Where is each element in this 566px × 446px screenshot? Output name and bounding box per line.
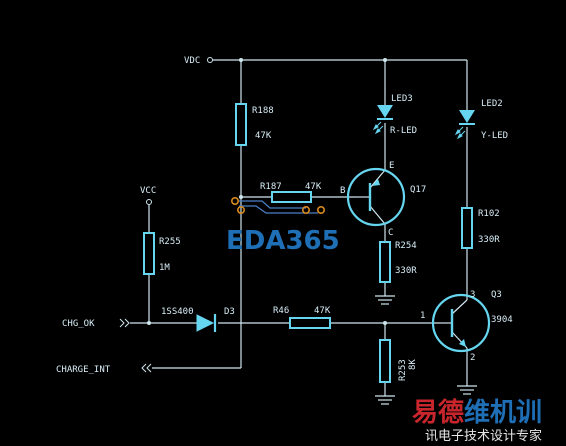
vcc-label: VCC [140,186,156,196]
ground-symbols [375,295,477,405]
r188-ref: R188 [252,106,274,116]
junction-r187-r188 [239,195,243,199]
d3-value: 1SS400 [161,307,194,317]
q3-value: 3904 [491,315,513,325]
q17-ref: Q17 [410,185,426,195]
vdc-port [207,57,213,63]
r255-ref: R255 [159,237,181,247]
d3-ref: D3 [224,307,235,317]
watermark-logo-blue: 维机训 [464,397,542,428]
diode-d3 [196,314,217,332]
chg-ok-port-arrow [119,318,130,328]
q3-emitter-arrow [459,339,466,347]
led2-body [459,110,475,123]
led-led2 [454,110,475,140]
r254-value: 330R [395,266,417,276]
r102-value: 330R [478,235,500,245]
watermark-logo-subtitle: 讯电子技术设计专家 [425,428,542,444]
q17-outline [346,167,406,227]
watermark-logo: 易德 维机训 讯电子技术设计专家 [412,397,542,444]
led3-value: R-LED [390,126,417,136]
transistor-q17 [346,167,406,227]
pad-2 [237,206,246,215]
r188-value: 47K [255,131,272,141]
r187-value: 47K [305,182,322,192]
charge-int-label: CHARGE_INT [56,365,111,375]
wire-q3-c-lead [451,299,468,315]
led3-body [377,105,393,118]
transistor-q3 [431,293,491,353]
resistor-r46 [289,317,331,329]
r187-trace-b [239,205,318,214]
vdc-label: VDC [184,56,200,66]
r46-ref: R46 [273,306,289,316]
junction-r46-r253 [383,321,387,325]
junction-chg-ok-r255 [147,321,151,325]
resistor-r255 [143,232,155,275]
vcc-port [146,199,152,205]
charge-int-port-arrow [141,363,152,373]
resistor-r253 [379,339,391,383]
resistor-r188 [235,103,247,146]
q3-pin-1: 1 [420,311,425,321]
junctions [147,58,387,325]
led2-ref: LED2 [481,99,503,109]
pad-1 [231,197,240,206]
r187-footprint [231,197,325,215]
led2-value: Y-LED [481,131,508,141]
r187-trace-a [239,200,306,209]
r253-ref: R253 [398,359,408,381]
vdc-port-dot [207,57,213,63]
r253-value: 8K [408,359,418,370]
pad-4 [316,206,325,215]
q3-pin-2: 2 [470,353,475,363]
wire-q17-e-lead [369,169,386,189]
wire-q17-c-lead [369,205,386,225]
resistor-r102 [461,207,473,249]
r187-ref: R187 [260,182,282,192]
watermark-logo-red: 易德 [412,398,464,428]
led3-light-arrows [372,121,384,135]
r102-ref: R102 [478,209,500,219]
q3-outline [431,293,491,353]
resistor-r187 [271,191,312,203]
resistor-r254 [379,241,391,283]
q3-pin-3: 3 [470,290,475,300]
diode-d3-body [196,314,215,332]
q17-pin-c: C [388,228,393,238]
led-led3 [372,105,393,135]
junction-vdc-r188 [239,58,243,62]
r254-ref: R254 [395,241,417,251]
watermark-eda365: EDA365 [226,226,340,256]
q17-emitter-arrow [372,179,380,186]
chg-ok-label: CHG_OK [62,319,95,329]
led2-light-arrows [454,126,466,140]
ground-q3 [457,385,477,395]
q17-pin-e: E [389,161,394,171]
led3-ref: LED3 [391,94,413,104]
r46-value: 47K [314,306,331,316]
ground-r253 [375,395,395,405]
r255-value: 1M [159,263,170,273]
vcc-port-dot [146,199,152,205]
junction-vdc-led3 [383,58,387,62]
q17-pin-b: B [340,186,345,196]
pad-3 [301,206,310,215]
ground-r254 [375,295,395,305]
resistors [143,103,473,383]
q3-ref: Q3 [491,290,502,300]
